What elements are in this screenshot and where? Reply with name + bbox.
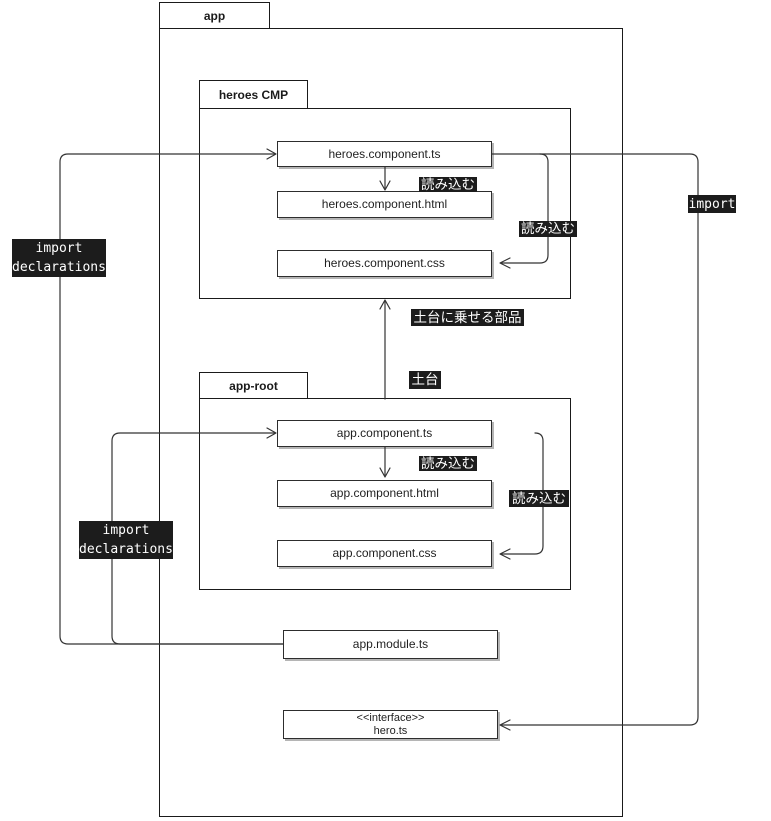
edge-label-import-declarations-app: import declarations bbox=[79, 521, 173, 559]
edge-label-app-load-html: 読み込む bbox=[419, 455, 477, 471]
arrowhead-heroes-html bbox=[379, 180, 391, 191]
edge-label-heroes-load-css: 読み込む bbox=[519, 221, 577, 237]
arrowhead-hero-ts bbox=[499, 719, 511, 731]
node-app-component-html: app.component.html bbox=[277, 480, 492, 507]
arrowhead-app-html bbox=[379, 467, 391, 478]
edge-module-to-heroes-ts bbox=[59, 153, 284, 645]
package-label-heroes-cmp: heroes CMP bbox=[218, 87, 289, 102]
edge-heroes-ts-to-css bbox=[500, 153, 549, 264]
package-label-app-root: app-root bbox=[229, 378, 278, 393]
node-label: app.component.css bbox=[332, 546, 437, 560]
edge-label-parts-on-base: 土台に乗せる部品 bbox=[411, 309, 524, 326]
node-label: hero.ts bbox=[373, 724, 408, 737]
edge-heroes-ts-to-hero bbox=[491, 153, 699, 726]
node-label: heroes.component.ts bbox=[328, 146, 441, 161]
edge-label-app-load-css: 読み込む bbox=[509, 490, 569, 507]
node-heroes-component-ts: heroes.component.ts bbox=[277, 141, 492, 167]
node-hero-ts-interface: <<interface>> hero.ts bbox=[283, 710, 498, 739]
edge-label-import: import bbox=[688, 195, 736, 213]
edge-app-ts-to-css bbox=[500, 432, 544, 555]
node-app-module-ts: app.module.ts bbox=[283, 630, 498, 659]
node-label: app.component.html bbox=[330, 486, 439, 500]
node-heroes-component-css: heroes.component.css bbox=[277, 250, 492, 277]
arrowhead-app-css bbox=[499, 548, 511, 560]
edge-label-base: 土台 bbox=[409, 371, 441, 389]
node-heroes-component-html: heroes.component.html bbox=[277, 191, 492, 218]
arrowhead-app-ts bbox=[266, 427, 277, 439]
node-label: app.component.ts bbox=[336, 426, 433, 440]
node-label: heroes.component.css bbox=[324, 256, 445, 270]
package-tab-app: app bbox=[159, 2, 270, 29]
arrowhead-heroes-ts bbox=[266, 148, 277, 160]
node-app-component-ts: app.component.ts bbox=[277, 420, 492, 447]
arrowhead-heroes-css bbox=[499, 257, 511, 269]
edge-label-import-declarations-heroes: import declarations bbox=[12, 239, 106, 277]
interface-stereotype: <<interface>> bbox=[356, 711, 425, 724]
node-app-component-css: app.component.css bbox=[277, 540, 492, 567]
package-label-app: app bbox=[203, 8, 226, 23]
node-label: heroes.component.html bbox=[321, 197, 448, 211]
package-tab-heroes-cmp: heroes CMP bbox=[199, 80, 308, 109]
node-label: app.module.ts bbox=[352, 637, 429, 651]
arrowhead-heroes-cmp bbox=[379, 299, 391, 310]
edge-label-heroes-load-html: 読み込む bbox=[419, 176, 477, 192]
